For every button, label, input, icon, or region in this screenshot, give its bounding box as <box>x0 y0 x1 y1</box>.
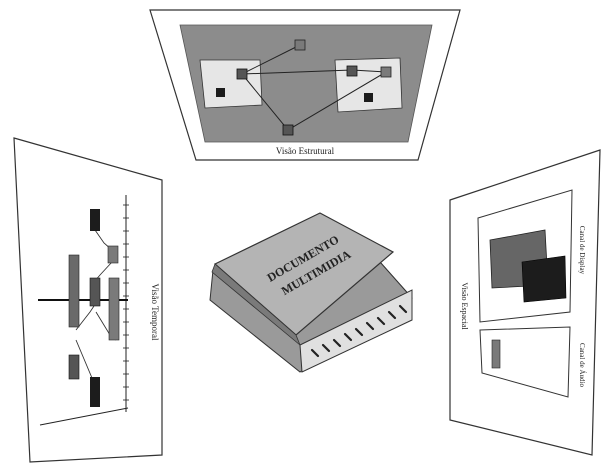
structural-node-right-a <box>346 65 358 77</box>
structural-view-panel: Visão Estrutural <box>149 9 461 161</box>
temporal-interval-6 <box>68 354 80 380</box>
temporal-view-label: Visão Temporal <box>150 284 160 341</box>
structural-root-node <box>294 39 306 51</box>
temporal-view-panel: Visão Temporal <box>13 137 163 463</box>
audio-channel-label: Canal de Áudio <box>578 343 586 387</box>
audio-channel-box <box>479 326 571 398</box>
structural-view-label: Visão Estrutural <box>276 146 335 156</box>
temporal-interval-7 <box>90 377 100 407</box>
temporal-base-axis <box>39 407 129 426</box>
temporal-interval-3 <box>68 254 80 328</box>
audio-region <box>491 339 501 369</box>
structural-right-group-box <box>334 57 403 113</box>
structural-links <box>241 44 387 131</box>
structural-node-left-top <box>236 68 248 80</box>
structural-node-right-bottom <box>364 93 373 102</box>
structural-gray-background <box>179 24 433 143</box>
structural-node-left-bottom <box>216 88 225 97</box>
temporal-axis-ticks <box>123 204 129 401</box>
structural-node-bottom <box>282 124 294 136</box>
display-channel-label: Canal de Display <box>578 226 586 275</box>
structural-node-right-b <box>380 66 392 78</box>
book-cover-spine-edge <box>211 263 301 346</box>
multimedia-document-book: DOCUMENTO MULTIMIDIA <box>209 212 413 373</box>
temporal-interval-2 <box>107 245 119 264</box>
structural-left-group-box <box>199 59 263 109</box>
temporal-interval-1 <box>90 209 100 231</box>
temporal-interval-5 <box>108 277 120 341</box>
book-page-edges <box>310 304 408 358</box>
spatial-view-label: Visão Espacial <box>460 282 469 330</box>
temporal-interval-4 <box>89 277 101 307</box>
display-region-dark <box>521 255 567 303</box>
spatial-view-panel: Visão Espacial Canal de Display Canal de… <box>449 149 601 456</box>
